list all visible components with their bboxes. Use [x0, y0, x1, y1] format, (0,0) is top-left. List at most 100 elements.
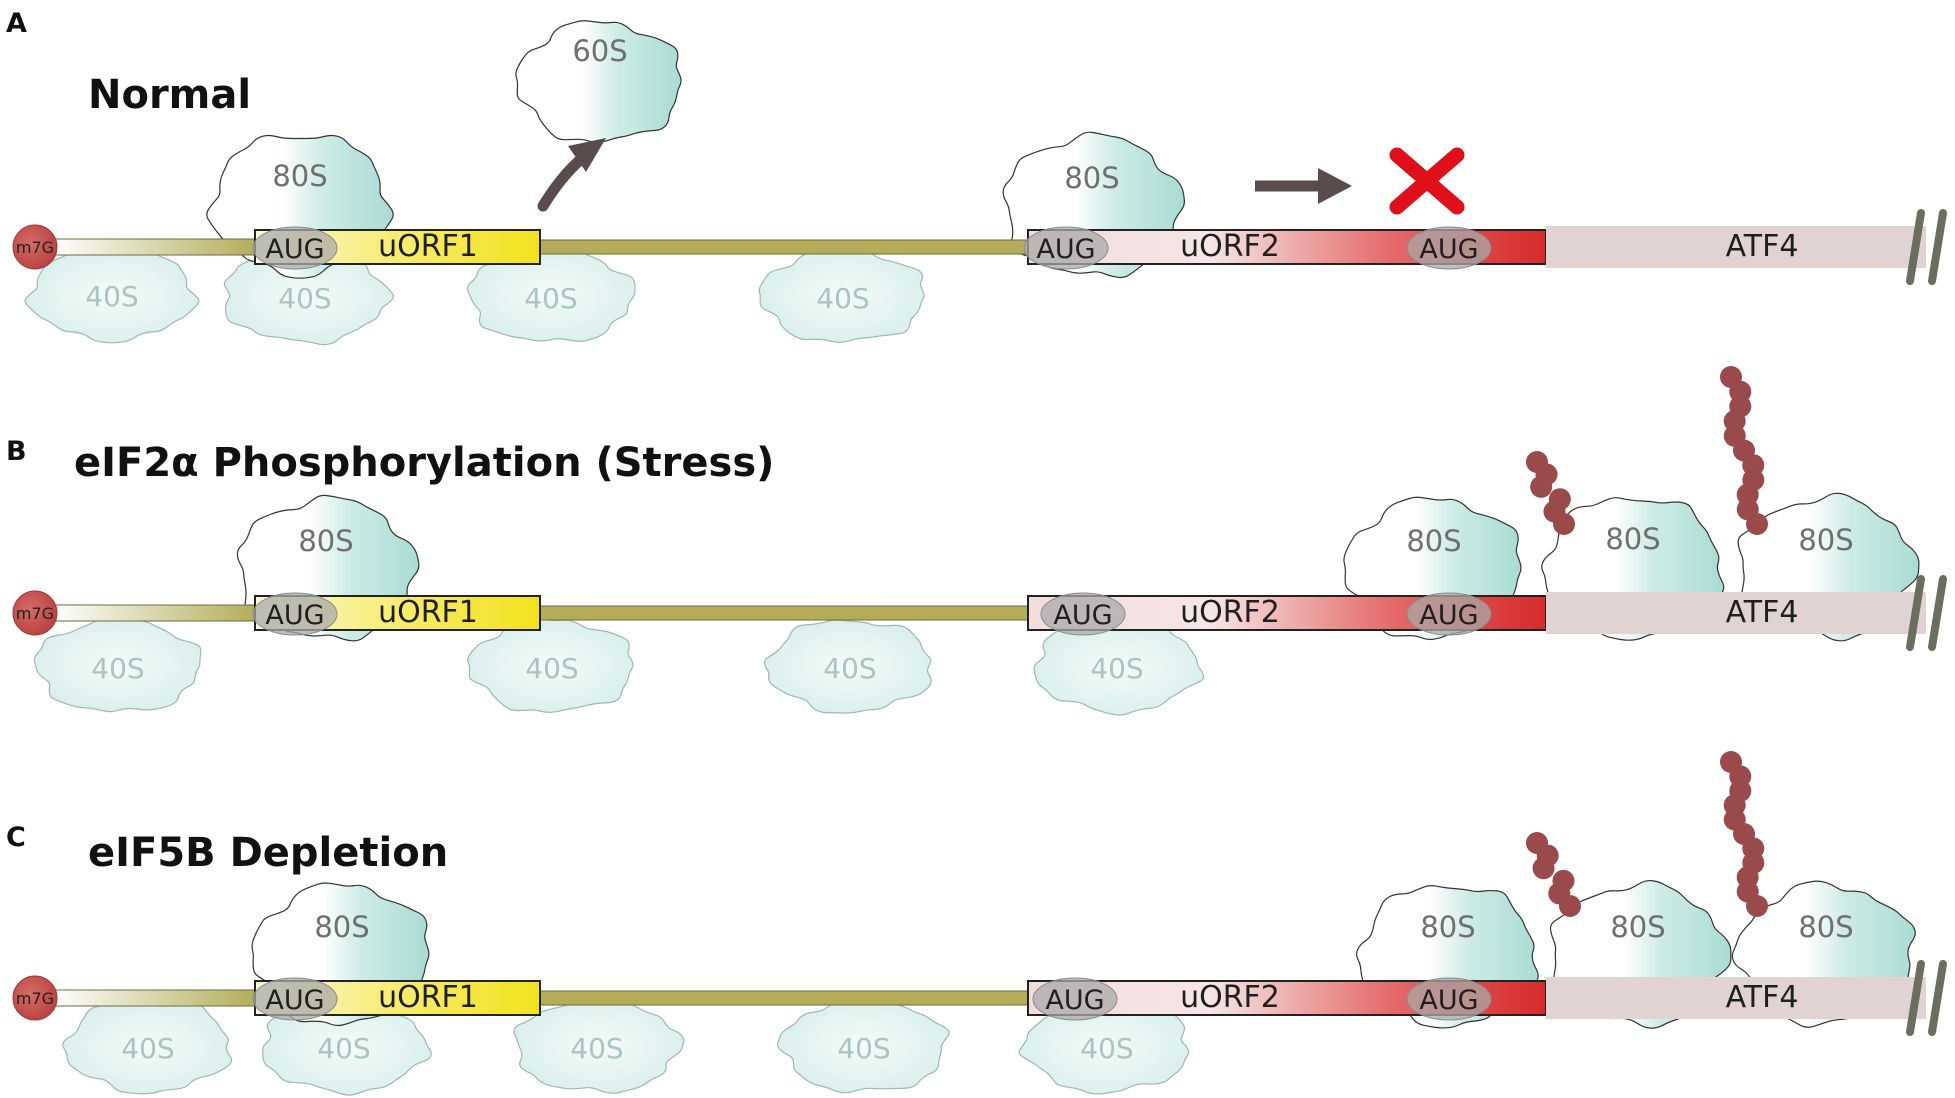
small-subunit-label: 40S	[837, 1032, 890, 1065]
mrna-intercistronic	[539, 605, 1041, 621]
start-codon: AUG	[1406, 226, 1492, 270]
cap-label: m7G	[16, 604, 54, 623]
small-subunit-shape	[467, 618, 634, 713]
small-subunit-label: 40S	[91, 652, 144, 685]
atf4-label: ATF4	[1726, 980, 1799, 1015]
peptide-bead	[1746, 895, 1768, 917]
small-subunit: 40S	[763, 619, 932, 714]
start-codon: AUG	[1406, 977, 1492, 1021]
peptide-bead	[1553, 513, 1575, 535]
start-codon-label: AUG	[1419, 600, 1478, 631]
nascent-peptide	[1720, 751, 1768, 917]
cap-circle	[12, 590, 58, 636]
uorf1-label: uORF1	[378, 595, 478, 630]
large-subunit-label: 80S	[1064, 161, 1119, 195]
nascent-peptide	[1526, 832, 1581, 917]
large-subunit-label: 80S	[1798, 910, 1853, 944]
terminus-mark	[1928, 960, 1947, 1036]
start-codon-label: AUG	[265, 234, 324, 265]
large-subunit-label: 80S	[272, 159, 327, 193]
large-subunit-label: 80S	[1605, 522, 1660, 556]
uorf2-label: uORF2	[1180, 595, 1280, 630]
small-subunit: 40S	[33, 616, 202, 713]
terminus-mark	[1906, 575, 1925, 651]
large-subunit-label: 80S	[1610, 910, 1665, 944]
small-subunit: 40S	[758, 247, 925, 343]
peptide-bead	[1559, 895, 1581, 917]
start-codon-oval	[1040, 592, 1126, 636]
released-60s-shape	[515, 20, 682, 143]
start-codon: AUG	[1406, 592, 1492, 636]
terminus-mark	[1928, 575, 1947, 651]
small-subunit: 40S	[1018, 998, 1190, 1095]
start-codon-oval	[252, 226, 338, 270]
terminus-mark	[1906, 209, 1925, 285]
panel-title: eIF5B Depletion	[88, 830, 448, 876]
start-codon: AUG	[1032, 977, 1118, 1021]
panel-title: Normal	[88, 72, 251, 118]
block-mark	[1389, 147, 1465, 215]
uorf2-label: uORF2	[1180, 980, 1280, 1015]
start-codon-oval	[252, 592, 338, 636]
start-codon-label: AUG	[1053, 600, 1112, 631]
panel-title: eIF2α Phosphorylation (Stress)	[74, 440, 774, 486]
start-codon: AUG	[1023, 226, 1109, 270]
small-subunit: 40S	[62, 999, 233, 1095]
cap-label: m7G	[16, 989, 54, 1008]
start-codon-oval	[1406, 226, 1492, 270]
start-codon-oval	[252, 977, 338, 1021]
atf4-box	[1546, 226, 1926, 268]
nascent-peptide	[1720, 366, 1768, 535]
small-subunit: 40S	[513, 995, 685, 1094]
uorf1-label: uORF1	[378, 229, 478, 264]
cap-label: m7G	[16, 238, 54, 257]
small-subunit-shape	[466, 246, 636, 342]
nascent-peptide	[1526, 451, 1575, 535]
start-codon: AUG	[1040, 592, 1126, 636]
panel-letter: A	[6, 8, 27, 39]
small-subunit-label: 40S	[121, 1032, 174, 1065]
start-codon: AUG	[252, 226, 338, 270]
mrna-leader	[51, 989, 258, 1007]
mrna-leader	[51, 604, 258, 622]
mrna-intercistronic	[539, 990, 1041, 1006]
small-subunit-label: 40S	[816, 282, 869, 315]
peptide-bead	[1530, 475, 1553, 498]
start-codon: AUG	[252, 592, 338, 636]
terminus-mark	[1928, 209, 1947, 285]
peptide-bead	[1746, 513, 1768, 535]
small-subunit-label: 40S	[317, 1032, 370, 1065]
atf4-label: ATF4	[1726, 229, 1799, 264]
large-subunit-label: 80S	[314, 910, 369, 944]
small-subunit-label: 40S	[570, 1032, 623, 1065]
small-subunit: 40S	[777, 996, 950, 1094]
start-codon-label: AUG	[1045, 985, 1104, 1016]
released-60s-label: 60S	[572, 34, 627, 68]
small-subunit-label: 40S	[278, 282, 331, 315]
small-subunit: 40S	[1033, 620, 1205, 716]
small-subunit-shape	[763, 619, 932, 714]
large-subunit-label: 80S	[1406, 524, 1461, 558]
large-subunit-label: 80S	[1798, 523, 1853, 557]
scanning-arrow-head	[1318, 168, 1352, 204]
large-subunit-label: 80S	[1420, 910, 1475, 944]
small-subunit-label: 40S	[524, 282, 577, 315]
uorf1-label: uORF1	[378, 980, 478, 1015]
small-subunit-shape	[758, 247, 925, 343]
start-codon-oval	[1406, 592, 1492, 636]
panel-letter: C	[6, 822, 26, 853]
start-codon-label: AUG	[1419, 985, 1478, 1016]
atf4-label: ATF4	[1726, 595, 1799, 630]
small-subunit: 40S	[24, 248, 200, 344]
released-60s: 60S	[515, 20, 682, 143]
small-subunit-label: 40S	[1080, 1032, 1133, 1065]
small-subunit-shape	[33, 616, 202, 713]
small-subunit-label: 40S	[1090, 652, 1143, 685]
cap-circle	[12, 224, 58, 270]
terminus-mark	[1906, 960, 1925, 1036]
small-subunit: 40S	[466, 246, 636, 342]
start-codon-label: AUG	[265, 600, 324, 631]
small-subunit-label: 40S	[525, 652, 578, 685]
